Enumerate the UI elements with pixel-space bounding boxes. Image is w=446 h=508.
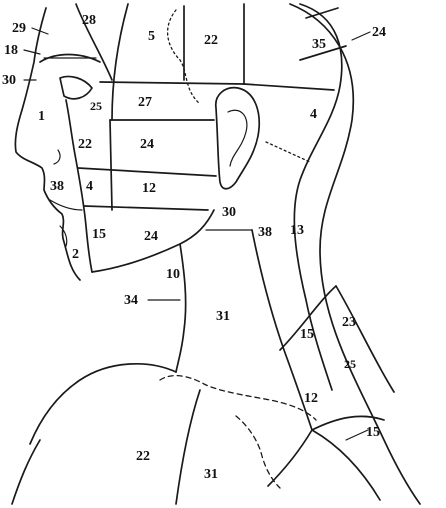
- ear-inner-outline: [228, 110, 247, 166]
- region-label-22-chest: 22: [136, 449, 150, 464]
- region-label-2: 2: [72, 247, 79, 262]
- neck-back-line: [336, 286, 394, 392]
- leader-line-18: [24, 50, 40, 54]
- region-label-31-neck: 31: [216, 309, 230, 324]
- region-label-25-neck: 25: [344, 357, 356, 371]
- nostril-line: [54, 150, 60, 164]
- region-label-30-jaw: 30: [222, 205, 236, 220]
- region-label-12-neck: 12: [304, 391, 318, 406]
- shoulder-outline: [30, 364, 176, 444]
- scalp-mid-line: [112, 4, 128, 120]
- region-label-25: 25: [90, 99, 102, 113]
- chest-line-mid: [176, 390, 200, 504]
- region-label-5: 5: [148, 29, 155, 44]
- region-label-22-scalp: 22: [204, 33, 218, 48]
- back-of-head-outer: [290, 4, 420, 504]
- division-line-4: [84, 206, 208, 210]
- ear-outline: [216, 88, 259, 189]
- leader-line-24: [352, 32, 370, 40]
- region-label-35: 35: [312, 37, 326, 52]
- chest-line-left: [12, 440, 40, 504]
- region-label-29: 29: [12, 21, 26, 36]
- vertical-division-eye: [110, 120, 112, 210]
- region-label-10: 10: [166, 267, 180, 282]
- region-label-34: 34: [124, 293, 138, 308]
- region-label-22-face: 22: [78, 137, 92, 152]
- deltoid-line: [268, 430, 312, 486]
- region-label-1: 1: [38, 109, 45, 124]
- region-label-23: 23: [342, 315, 356, 330]
- eye-outline: [60, 76, 92, 98]
- arm-pointer-line: [346, 430, 368, 440]
- region-label-15-neck: 15: [300, 327, 314, 342]
- region-label-27: 27: [138, 95, 152, 110]
- division-line-3: [78, 168, 216, 176]
- clavicle-dashed-line: [236, 416, 280, 488]
- occiput-line: [244, 84, 334, 90]
- collar-dashed-line: [160, 376, 316, 420]
- region-label-4-face: 4: [86, 179, 93, 194]
- region-label-12-face: 12: [142, 181, 156, 196]
- neck-dotted-line: [266, 142, 310, 162]
- neck-front-line: [176, 244, 186, 372]
- region-label-4-neck: 4: [310, 107, 317, 122]
- region-label-30: 30: [2, 73, 16, 88]
- region-label-13: 13: [290, 223, 304, 238]
- region-label-38-neck: 38: [258, 225, 272, 240]
- region-label-24-occiput: 24: [372, 25, 386, 40]
- face-profile-outline: [15, 8, 80, 280]
- division-line-1: [100, 82, 244, 84]
- region-label-24-cheek: 24: [140, 137, 154, 152]
- region-label-24-jaw: 24: [144, 229, 158, 244]
- region-label-15-chin: 15: [92, 227, 106, 242]
- region-label-18: 18: [4, 43, 18, 58]
- region-label-15-shoulder: 15: [366, 425, 380, 440]
- region-label-38-mouth: 38: [50, 179, 64, 194]
- region-label-31-chest: 31: [204, 467, 218, 482]
- region-label-28: 28: [82, 13, 96, 28]
